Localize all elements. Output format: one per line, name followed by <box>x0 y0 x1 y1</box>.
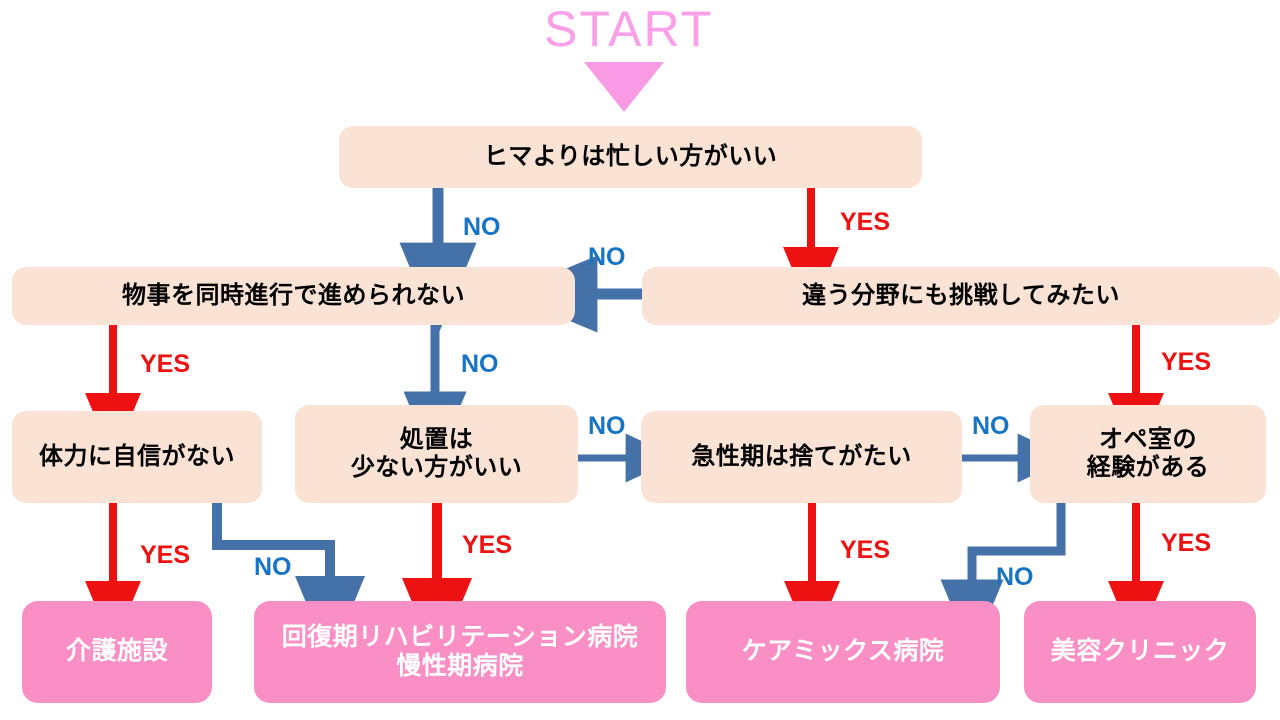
edge-label-d7-r3-no: NO <box>996 563 1034 591</box>
edge-label-d2-d5-no: NO <box>461 350 499 378</box>
edge-label-d3-d2-no: NO <box>588 243 626 271</box>
decision-node-d6[interactable]: 急性期は捨てがたい <box>641 411 962 503</box>
start-triangle-icon <box>584 62 664 112</box>
decision-node-d1-text: ヒマよりは忙しい方がいい <box>483 142 778 170</box>
decision-node-d7[interactable]: オペ室の 経験がある <box>1030 405 1266 503</box>
decision-node-d1[interactable]: ヒマよりは忙しい方がいい <box>339 126 922 188</box>
result-node-r4-text: 美容クリニック <box>1050 637 1230 666</box>
result-node-r2[interactable]: 回復期リハビリテーション病院 慢性期病院 <box>254 601 666 703</box>
result-node-r3-text: ケアミックス病院 <box>741 637 945 666</box>
edge-label-d5-d6-no: NO <box>588 412 626 440</box>
decision-node-d7-text: オペ室の 経験がある <box>1086 425 1210 481</box>
decision-node-d5[interactable]: 処置は 少ない方がいい <box>295 405 578 503</box>
edge-label-d7-r4-yes: YES <box>1161 529 1212 557</box>
edge-label-d6-r3-yes: YES <box>840 536 891 564</box>
decision-node-d4-text: 体力に自信がない <box>39 442 235 470</box>
edge-label-d1-d2-no: NO <box>463 213 501 241</box>
decision-node-d5-text: 処置は 少ない方がいい <box>350 425 523 481</box>
decision-node-d3-text: 違う分野にも挑戦してみたい <box>802 281 1120 309</box>
decision-node-d2[interactable]: 物事を同時進行で進められない <box>12 267 575 325</box>
edge-label-d4-r1-yes: YES <box>140 541 191 569</box>
edge-label-d3-d7-yes: YES <box>1161 348 1212 376</box>
result-node-r3[interactable]: ケアミックス病院 <box>686 601 1000 703</box>
decision-node-d4[interactable]: 体力に自信がない <box>12 411 262 503</box>
decision-node-d2-text: 物事を同時進行で進められない <box>122 281 465 309</box>
edge-label-d4-r2-no: NO <box>254 553 292 581</box>
edge-label-d6-d7-no: NO <box>972 412 1010 440</box>
edge-label-d5-r2-yes: YES <box>462 531 513 559</box>
start-label: START <box>544 1 714 57</box>
edge-label-d1-d3-yes: YES <box>840 208 891 236</box>
result-node-r1[interactable]: 介護施設 <box>22 601 212 703</box>
edge-label-d2-d4-yes: YES <box>140 350 191 378</box>
decision-node-d3[interactable]: 違う分野にも挑戦してみたい <box>642 267 1280 325</box>
decision-node-d6-text: 急性期は捨てがたい <box>691 442 912 470</box>
result-node-r1-text: 介護施設 <box>65 637 168 666</box>
result-node-r4[interactable]: 美容クリニック <box>1024 601 1256 703</box>
result-node-r2-text: 回復期リハビリテーション病院 慢性期病院 <box>281 622 639 681</box>
